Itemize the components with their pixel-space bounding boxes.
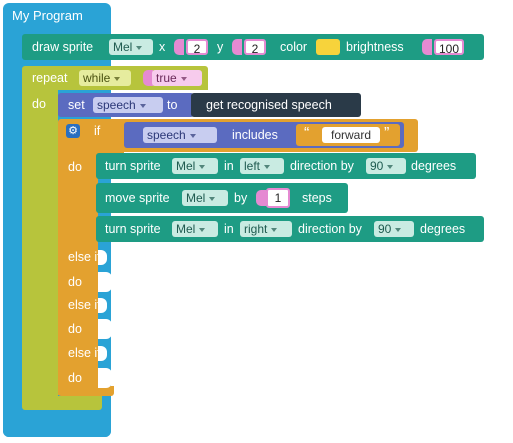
color-swatch[interactable]: [316, 39, 340, 55]
condition-dropdown[interactable]: true: [152, 70, 202, 86]
text-input[interactable]: forward: [322, 127, 380, 143]
recognised-speech-label: get recognised speech: [206, 98, 332, 112]
turn1-label: turn sprite: [105, 159, 161, 173]
move-sprite-dropdown[interactable]: Mel: [182, 190, 228, 206]
x-socket: [174, 39, 184, 55]
x-input[interactable]: 2: [186, 39, 208, 56]
turn2-direction-label: direction by: [298, 222, 362, 236]
repeat-foot: [22, 396, 102, 410]
brightness-label: brightness: [346, 40, 404, 54]
program-bottom-bar: [3, 405, 111, 437]
turn1-direction-dropdown[interactable]: left: [240, 158, 284, 174]
repeat-arm: [22, 88, 58, 406]
y-input[interactable]: 2: [244, 39, 266, 56]
sprite-dropdown[interactable]: Mel: [109, 39, 153, 55]
steps-input[interactable]: 1: [266, 188, 290, 208]
else-if-do-label-2: do: [68, 322, 82, 336]
brightness-socket: [422, 39, 432, 55]
repeat-label: repeat: [32, 71, 68, 85]
turn1-direction-label: direction by: [290, 159, 354, 173]
else-if-do-label-1: do: [68, 275, 82, 289]
turn2-in-label: in: [224, 222, 234, 236]
includes-variable-dropdown[interactable]: speech: [143, 127, 217, 143]
gear-icon[interactable]: ⚙: [66, 124, 80, 138]
if-arm: [58, 150, 98, 395]
repeat-do-label: do: [32, 97, 46, 111]
program-title: My Program: [12, 8, 83, 23]
y-socket: [232, 39, 242, 55]
move-label: move sprite: [105, 191, 170, 205]
if-do-label: do: [68, 160, 82, 174]
else-if-do-label-3: do: [68, 371, 82, 385]
brightness-input[interactable]: 100: [434, 39, 464, 56]
set-variable-dropdown[interactable]: speech: [93, 97, 163, 113]
color-label: color: [280, 40, 308, 54]
set-to-label: to: [167, 98, 178, 112]
draw-sprite-label: draw sprite: [32, 40, 94, 54]
turn-left-block[interactable]: [96, 153, 476, 179]
condition-socket: [143, 70, 153, 86]
y-label: y: [217, 40, 224, 54]
turn1-in-label: in: [224, 159, 234, 173]
else-if-label-2: else if: [68, 298, 101, 312]
recognised-speech-block[interactable]: [191, 93, 361, 117]
if-label: if: [94, 124, 101, 138]
else-if-socket-1: [98, 250, 107, 265]
turn2-label: turn sprite: [105, 222, 161, 236]
do-slot-3: [98, 368, 112, 388]
turn2-degrees-dropdown[interactable]: 90: [374, 221, 414, 237]
set-label: set: [68, 98, 85, 112]
turn2-unit-label: degrees: [420, 222, 466, 236]
turn2-direction-dropdown[interactable]: right: [240, 221, 292, 237]
steps-socket: [256, 190, 266, 206]
do-slot-1: [98, 272, 112, 292]
turn2-sprite-dropdown[interactable]: Mel: [172, 221, 218, 237]
repeat-mode-dropdown[interactable]: while: [79, 70, 131, 86]
move-unit-label: steps: [302, 191, 332, 205]
else-if-label-3: else if: [68, 346, 101, 360]
else-if-socket-2: [98, 298, 107, 313]
move-by-label: by: [234, 191, 248, 205]
turn1-sprite-dropdown[interactable]: Mel: [172, 158, 218, 174]
turn1-degrees-dropdown[interactable]: 90: [366, 158, 406, 174]
else-if-label-1: else if: [68, 250, 101, 264]
else-if-socket-3: [98, 346, 107, 361]
do-slot-2: [98, 319, 112, 339]
includes-op-label: includes: [232, 128, 278, 142]
quote-close-label: ”: [384, 125, 390, 142]
quote-open-label: “: [304, 125, 310, 142]
turn1-unit-label: degrees: [411, 159, 457, 173]
if-foot: [58, 386, 114, 396]
x-label: x: [159, 40, 166, 54]
